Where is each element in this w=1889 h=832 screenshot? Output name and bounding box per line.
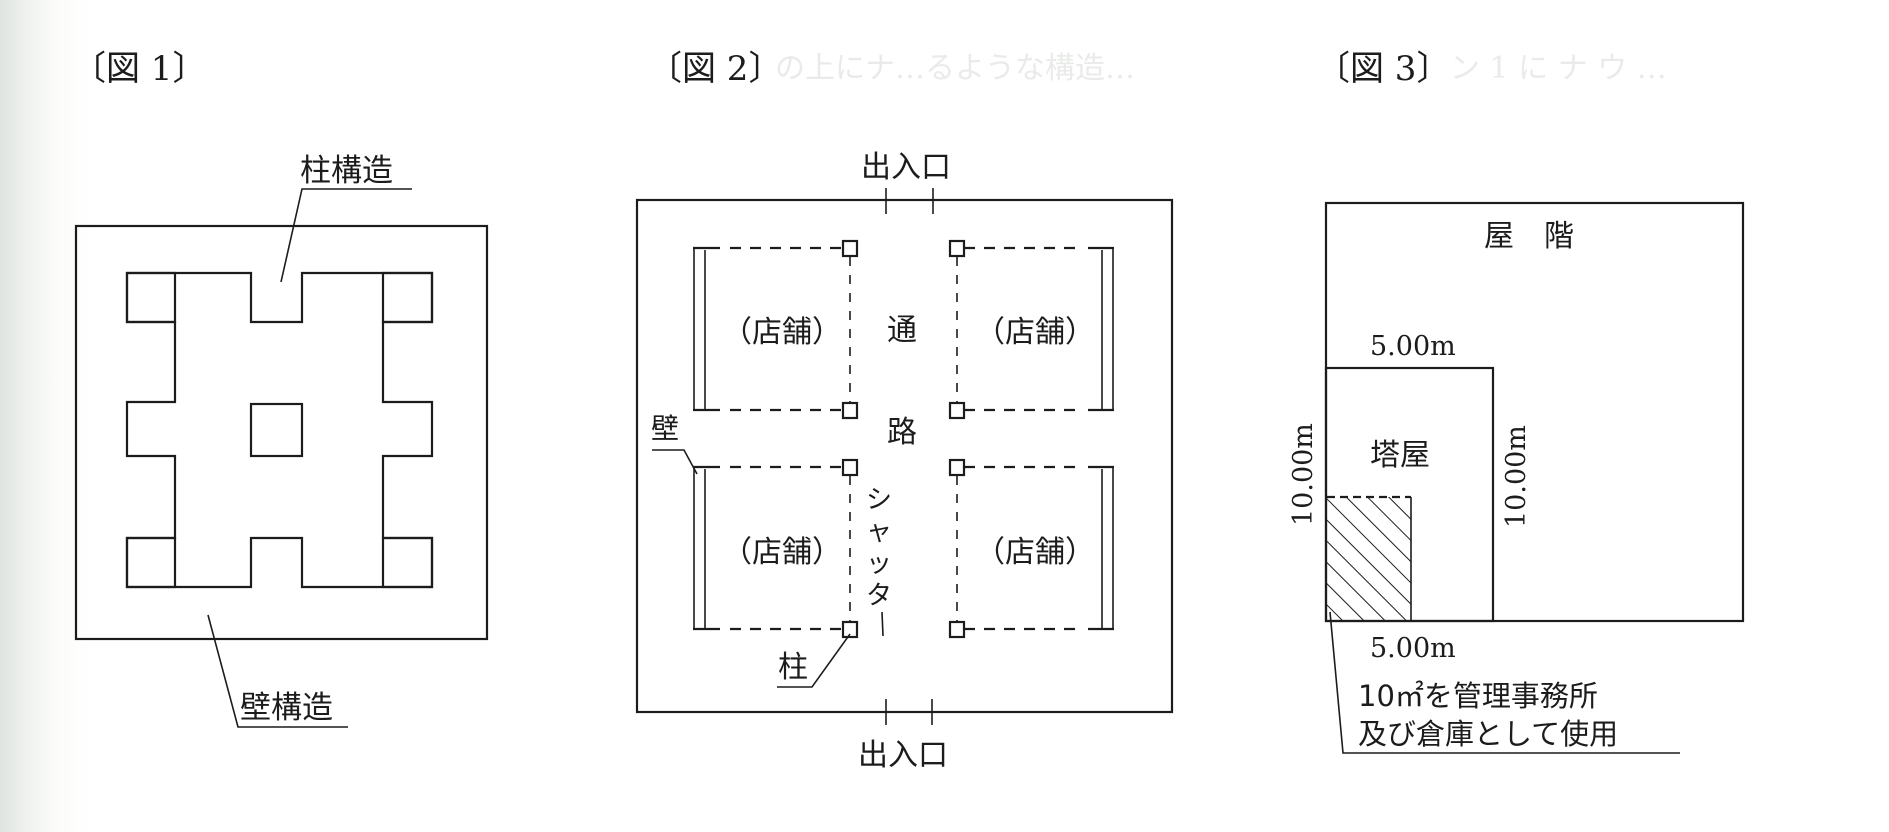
store-lower-right bbox=[956, 465, 1114, 631]
passage-char-2: 路 bbox=[887, 415, 917, 450]
svg-text:タ: タ bbox=[866, 581, 892, 611]
store-upper-left bbox=[693, 246, 851, 412]
corner-column-bl bbox=[125, 536, 177, 589]
leader-wall bbox=[652, 449, 698, 475]
corner-column-tl bbox=[125, 271, 177, 324]
dimension-width-top: 5.00m bbox=[1370, 331, 1456, 362]
building-outline bbox=[635, 198, 1174, 714]
center-column bbox=[249, 402, 304, 458]
label-column-structure: 柱構造 bbox=[300, 153, 393, 189]
figure-1-title: 〔図 1〕 bbox=[72, 49, 206, 89]
leader-column bbox=[777, 633, 851, 688]
figure-1: 〔図 1〕 柱構造 壁構造 bbox=[72, 49, 489, 728]
entrance-top-label: 出入口 bbox=[861, 150, 951, 185]
svg-text:ャ: ャ bbox=[866, 517, 892, 547]
note-line-2: 及び倉庫として使用 bbox=[1358, 717, 1618, 751]
leader-wall-structure bbox=[207, 614, 348, 728]
label-wall-structure: 壁構造 bbox=[240, 690, 333, 726]
leader-column-structure bbox=[280, 188, 412, 283]
store-upper-right bbox=[956, 246, 1114, 412]
figure-2-title: 〔図 2〕 bbox=[648, 49, 782, 89]
label-column: 柱 bbox=[778, 650, 808, 685]
figure-3-title: 〔図 3〕 bbox=[1316, 49, 1450, 89]
bleed-through-text: の上にナ…るような構造… bbox=[775, 51, 1135, 86]
figure-3: 〔図 3〕 ン 1 に ナ ウ … 屋 階 塔屋 5.00m 5.00m 10.… bbox=[1288, 49, 1745, 754]
penthouse-outline bbox=[1324, 366, 1495, 623]
corner-column-tr bbox=[381, 271, 434, 324]
label-wall: 壁 bbox=[651, 412, 679, 445]
figure-2: 〔図 2〕 の上にナ…るような構造… 出入口 出入口 bbox=[635, 49, 1174, 773]
dimension-height-left: 10.00m bbox=[1288, 423, 1319, 526]
dimension-height-right: 10.00m bbox=[1501, 425, 1532, 528]
store-label-lower-left: （店舗） bbox=[722, 535, 842, 570]
outer-wall-structure bbox=[74, 224, 489, 641]
entrance-bottom-label: 出入口 bbox=[858, 738, 948, 773]
bleed-through-text-2: ン 1 に ナ ウ … bbox=[1450, 51, 1667, 86]
passage-char-1: 通 bbox=[887, 313, 917, 348]
note-line-1: 10㎡を管理事務所 bbox=[1358, 679, 1598, 713]
store-label-lower-right: （店舗） bbox=[975, 535, 1095, 570]
store-label-upper-left: （店舗） bbox=[722, 315, 842, 350]
column-structure-outline bbox=[125, 271, 434, 589]
columns bbox=[841, 239, 966, 639]
leader-note bbox=[1329, 611, 1680, 754]
rooftop-label: 屋 階 bbox=[1484, 219, 1574, 254]
store-label-upper-right: （店舗） bbox=[975, 315, 1095, 350]
office-storage-hatched-area bbox=[1327, 497, 1411, 620]
svg-text:ッ: ッ bbox=[866, 549, 892, 579]
store-lower-left bbox=[693, 465, 851, 631]
corner-column-br bbox=[381, 536, 434, 589]
svg-text:シ: シ bbox=[866, 485, 892, 515]
shutter-label: シ ャ ッ タ bbox=[866, 485, 892, 637]
penthouse-label: 塔屋 bbox=[1370, 438, 1430, 473]
dimension-width-bottom: 5.00m bbox=[1370, 633, 1456, 664]
